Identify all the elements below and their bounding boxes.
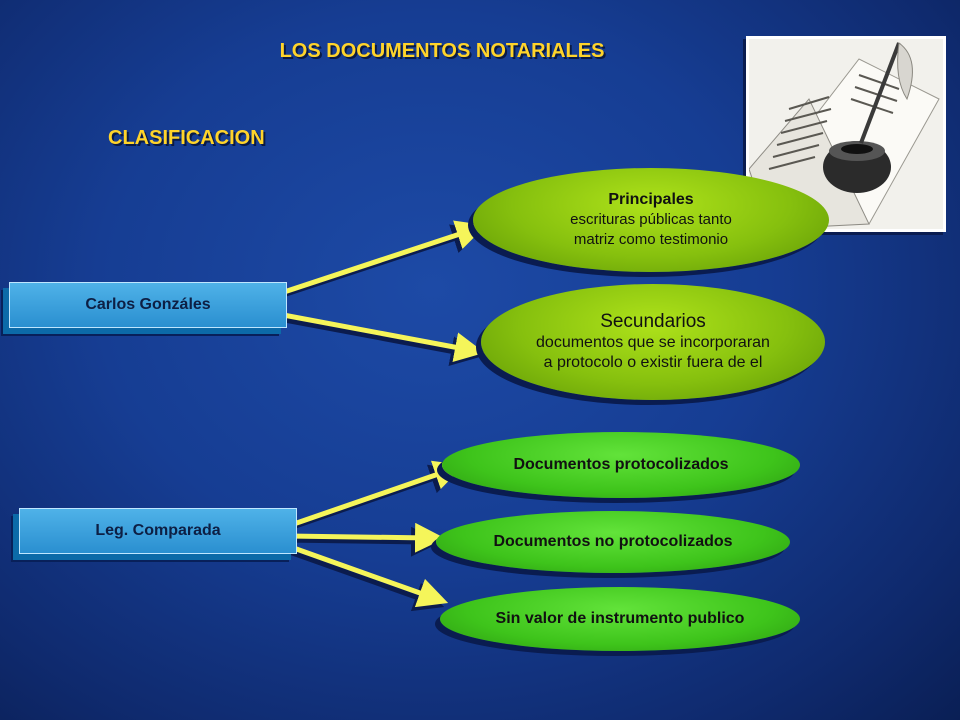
node-heading: Documentos protocolizados xyxy=(513,456,729,473)
node-sin-valor: Sin valor de instrumento publico xyxy=(440,587,800,651)
group-box-carlos-gonzales: Carlos Gonzáles xyxy=(9,282,287,328)
node-heading: Principales xyxy=(608,191,694,208)
section-subtitle: CLASIFICACION xyxy=(108,127,265,149)
group-box-leg-comparada: Leg. Comparada xyxy=(19,508,297,554)
page-title: LOS DOCUMENTOS NOTARIALES xyxy=(279,40,605,62)
group-label: Carlos Gonzáles xyxy=(85,296,211,313)
arrow-to-secundarios xyxy=(277,311,485,362)
arrow-to-sin-valor xyxy=(287,543,449,608)
arrow-group xyxy=(277,220,487,608)
group-label: Leg. Comparada xyxy=(95,522,221,539)
node-documentos-no-protocolizados: Documentos no protocolizados xyxy=(436,511,790,573)
node-documentos-protocolizados: Documentos protocolizados xyxy=(442,432,800,498)
node-line: a protocolo o existir fuera de el xyxy=(543,354,763,371)
node-secundarios: Secundarios documentos que se incorporar… xyxy=(481,284,825,400)
node-line: matriz como testimonio xyxy=(573,231,729,248)
node-heading: Sin valor de instrumento publico xyxy=(495,610,745,627)
node-heading: Documentos no protocolizados xyxy=(493,533,733,550)
node-line: escrituras públicas tanto xyxy=(570,211,732,228)
quill-ink-book-illustration xyxy=(746,36,946,232)
node-line: documentos que se incorporaran xyxy=(536,334,770,351)
arrow-to-no-protocolizados xyxy=(287,522,445,553)
node-principales: Principales escrituras públicas tanto ma… xyxy=(473,168,829,272)
node-heading: Secundarios xyxy=(600,311,706,332)
arrow-to-principales xyxy=(277,220,487,297)
arrow-to-protocolizados xyxy=(287,460,465,529)
